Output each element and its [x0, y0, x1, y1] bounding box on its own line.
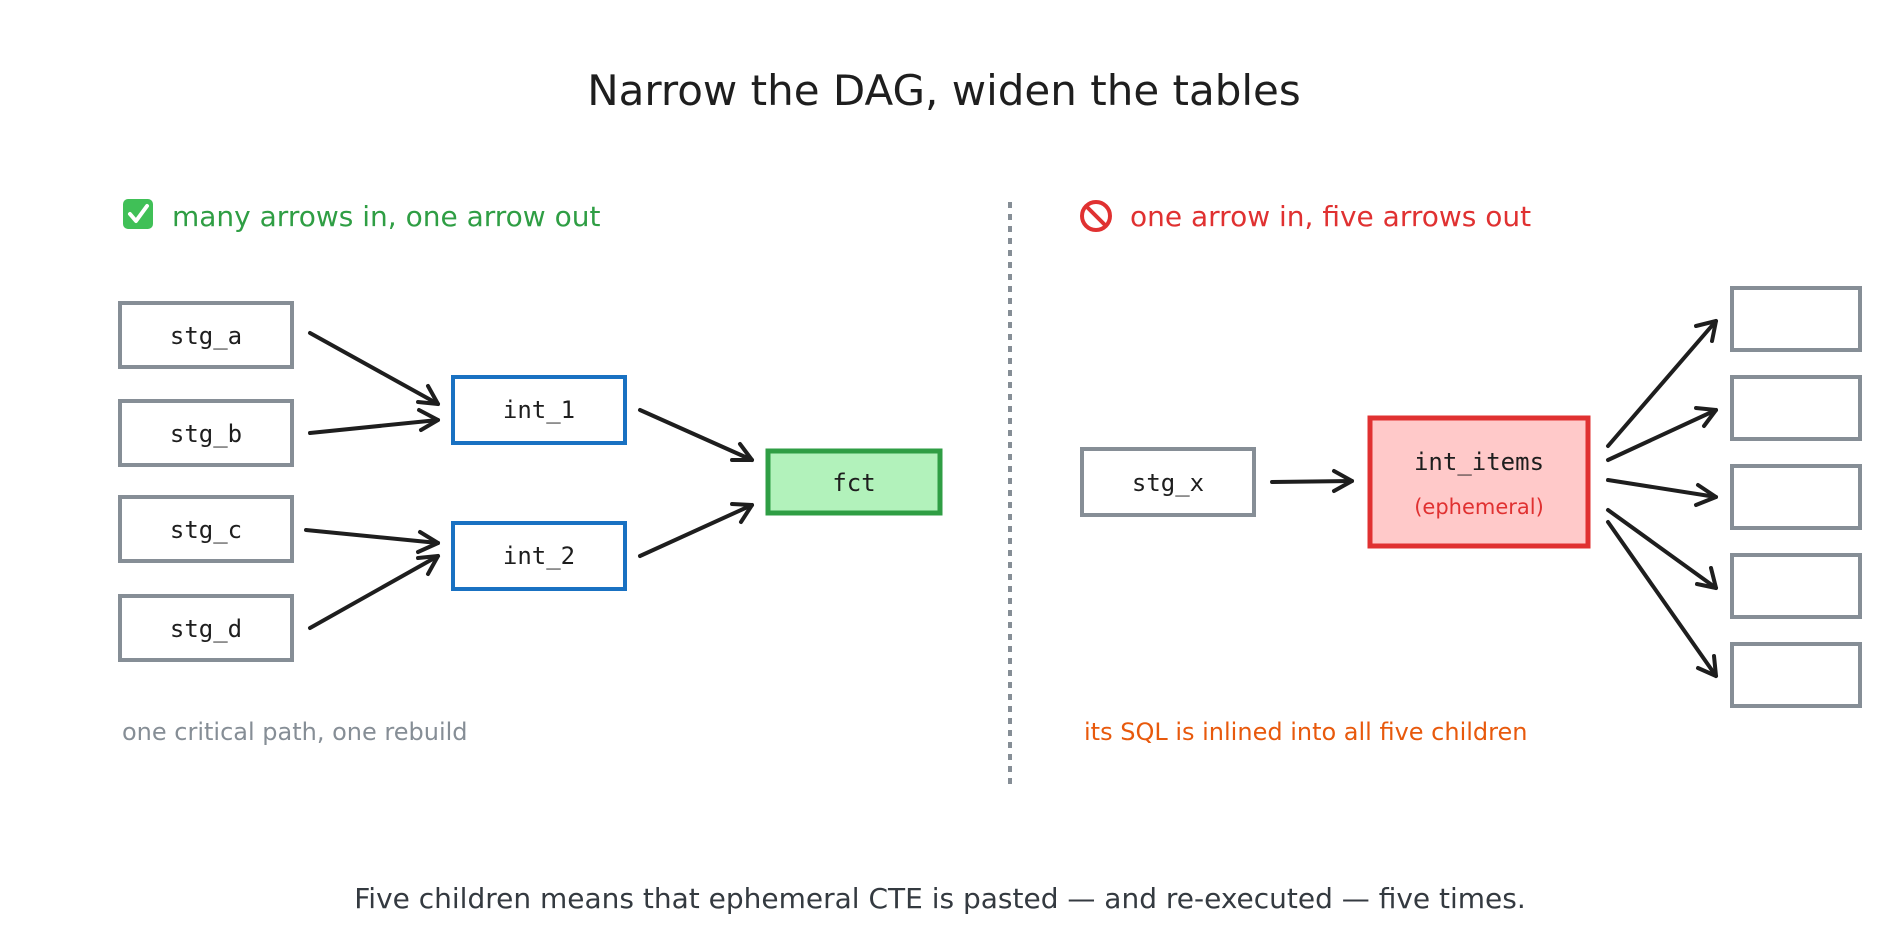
node-stg-b-label: stg_b [170, 420, 242, 448]
node-stg-a-label: stg_a [170, 322, 242, 350]
arrow-int-2-to-fct [638, 502, 754, 558]
node-stg-x-label: stg_x [1132, 469, 1204, 497]
arrow-int-items-to-child-3 [1606, 478, 1718, 507]
page-title: Narrow the DAG, widen the tables [587, 66, 1301, 115]
left-heading: many arrows in, one arrow out [123, 199, 600, 233]
node-stg-c: stg_c [118, 495, 294, 563]
arrow-stg-x-to-int-items [1270, 469, 1354, 493]
arrow-stg-c-to-int-2 [304, 528, 440, 554]
node-stg-d: stg_d [118, 594, 294, 662]
arrow-int-1-to-fct [638, 408, 754, 462]
node-stg-b: stg_b [118, 399, 294, 467]
node-int-2: int_2 [451, 521, 627, 591]
footer-caption: Five children means that ephemeral CTE i… [354, 882, 1526, 915]
arrow-int-items-to-child-4 [1606, 508, 1718, 590]
node-int-items: int_items (ephemeral) [1367, 415, 1591, 549]
prohibited-icon [1080, 200, 1112, 232]
node-fct-label: fct [832, 469, 875, 497]
child-box-5 [1730, 642, 1862, 708]
arrow-int-items-to-child-1 [1606, 319, 1718, 448]
left-heading-text: many arrows in, one arrow out [172, 200, 600, 233]
right-heading: one arrow in, five arrows out [1080, 200, 1531, 233]
node-int-items-label: int_items [1414, 448, 1544, 476]
left-panel: stg_a stg_b stg_c stg_d int_1 int_2 fct [118, 301, 943, 746]
left-note: one critical path, one rebuild [122, 718, 468, 746]
right-note: its SQL is inlined into all five childre… [1084, 718, 1527, 746]
child-box-4 [1730, 553, 1862, 619]
node-int-2-label: int_2 [503, 542, 575, 570]
right-panel: stg_x int_items (ephemeral) [1080, 286, 1862, 746]
arrow-int-items-to-child-5 [1606, 520, 1718, 678]
check-mark-icon [123, 199, 153, 229]
child-box-2 [1730, 375, 1862, 441]
node-int-1-label: int_1 [503, 396, 575, 424]
node-stg-c-label: stg_c [170, 516, 242, 544]
child-box-3 [1730, 464, 1862, 530]
arrow-stg-d-to-int-2 [308, 554, 440, 630]
node-stg-x: stg_x [1080, 447, 1256, 517]
node-stg-d-label: stg_d [170, 615, 242, 643]
right-heading-text: one arrow in, five arrows out [1130, 200, 1531, 233]
node-fct: fct [765, 448, 943, 516]
arrow-stg-b-to-int-1 [308, 408, 440, 435]
node-stg-a: stg_a [118, 301, 294, 369]
child-box-1 [1730, 286, 1862, 352]
arrow-int-items-to-child-2 [1606, 406, 1718, 462]
node-int-items-sublabel: (ephemeral) [1414, 495, 1544, 519]
node-int-1: int_1 [451, 375, 627, 445]
arrow-stg-a-to-int-1 [308, 331, 440, 406]
